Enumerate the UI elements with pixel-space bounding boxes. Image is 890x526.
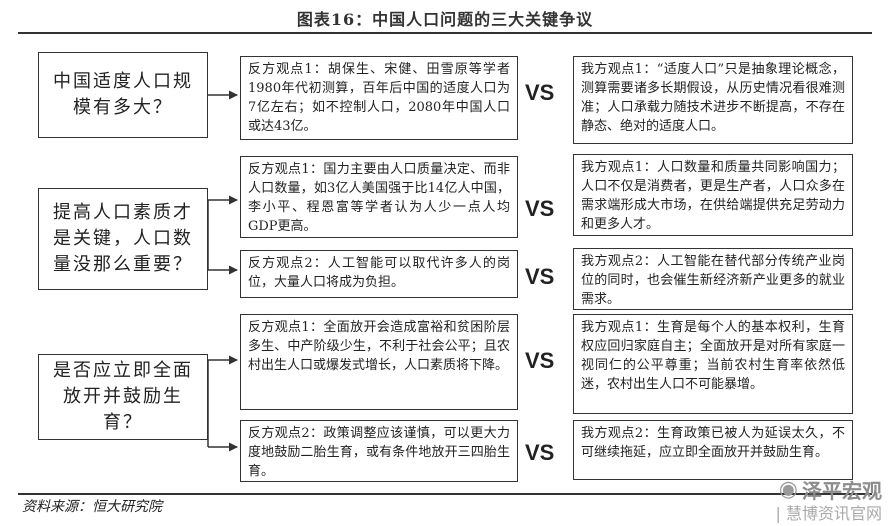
question-text: 是否应立即全面放开并鼓励生育？ (53, 360, 193, 433)
our-view-text: 我方观点2：生育政策已被人为延误太久，不可继续拖延，应立即全面放开并鼓励生育。 (581, 426, 845, 460)
our-view-text: 我方观点1：“适度人口”只是抽象理论概念，测算需要诸多长期假设，从历史情况看很难… (581, 62, 845, 134)
opposing-view-text: 反方观点1：国力主要由人口质量决定、而非人口数量，如3亿人美国强于比14亿人中国… (248, 162, 510, 234)
question-text: 中国适度人口规模有多大？ (53, 71, 193, 118)
watermark: ◉泽平宏观 | 慧博资讯官网 (776, 475, 882, 524)
vs-label: VS (525, 264, 555, 289)
opposing-view-text: 反方观点1：胡保生、宋健、田雪原等学者1980年代初测算，百年后中国的适度人口为… (248, 62, 510, 134)
source-note: 资料来源：恒大研究院 (22, 499, 162, 515)
weibo-icon: ◉ (778, 477, 798, 502)
our-view-box: 我方观点1：“适度人口”只是抽象理论概念，测算需要诸多长期假设，从历史情况看很难… (573, 56, 853, 144)
our-view-text: 我方观点1：生育是每个人的基本权利，生育权应回归家庭自主；全面放开是对所有家庭一… (581, 320, 845, 392)
opposing-view-text: 反方观点1：全面放开会造成富裕和贫困阶层多生、中产阶级少生，不利于社会公平；且农… (248, 320, 510, 373)
opposing-view-text: 反方观点2：人工智能可以取代许多人的岗位，大量人口将成为负担。 (248, 256, 510, 290)
vs-label: VS (525, 80, 555, 105)
vs-label: VS (525, 196, 555, 221)
figure-title: 图表16：中国人口问题的三大关键争议 (296, 10, 594, 29)
our-view-text: 我方观点1：人口数量和质量共同影响国力；人口不仅是消费者，更是生产者，人口众多在… (581, 160, 845, 232)
top-rule (18, 32, 872, 34)
opposing-view-box: 反方观点1：全面放开会造成富裕和贫困阶层多生、中产阶级少生，不利于社会公平；且农… (240, 314, 518, 410)
our-view-box: 我方观点1：生育是每个人的基本权利，生育权应回归家庭自主；全面放开是对所有家庭一… (573, 314, 853, 414)
question-box-2: 提高人口素质才是关键，人口数量没那么重要？ (38, 188, 208, 290)
our-view-box: 我方观点1：人口数量和质量共同影响国力；人口不仅是消费者，更是生产者，人口众多在… (573, 154, 853, 236)
watermark-name: 泽平宏观 (802, 479, 882, 503)
question-box-3: 是否应立即全面放开并鼓励生育？ (38, 354, 208, 440)
watermark-sub: | 慧博资讯官网 (775, 504, 882, 523)
our-view-box: 我方观点2：人工智能在替代部分传统产业岗位的同时，也会催生新经济新产业更多的就业… (573, 248, 853, 310)
our-view-text: 我方观点2：人工智能在替代部分传统产业岗位的同时，也会催生新经济新产业更多的就业… (581, 254, 845, 307)
opposing-view-box: 反方观点2：政策调整应该谨慎，可以更大力度地鼓励二胎生育，或有条件地放开三四胎生… (240, 420, 518, 482)
opposing-view-box: 反方观点1：国力主要由人口质量决定、而非人口数量，如3亿人美国强于比14亿人中国… (240, 156, 518, 238)
question-box-1: 中国适度人口规模有多大？ (38, 52, 208, 138)
bottom-rule (18, 493, 872, 495)
opposing-view-box: 反方观点1：胡保生、宋健、田雪原等学者1980年代初测算，百年后中国的适度人口为… (240, 56, 518, 140)
our-view-box: 我方观点2：生育政策已被人为延误太久，不可继续拖延，应立即全面放开并鼓励生育。 (573, 420, 853, 480)
question-text: 提高人口素质才是关键，人口数量没那么重要？ (53, 202, 193, 275)
opposing-view-box: 反方观点2：人工智能可以取代许多人的岗位，大量人口将成为负担。 (240, 250, 518, 298)
opposing-view-text: 反方观点2：政策调整应该谨慎，可以更大力度地鼓励二胎生育，或有条件地放开三四胎生… (248, 426, 510, 479)
vs-label: VS (525, 348, 555, 373)
vs-label: VS (525, 440, 555, 465)
